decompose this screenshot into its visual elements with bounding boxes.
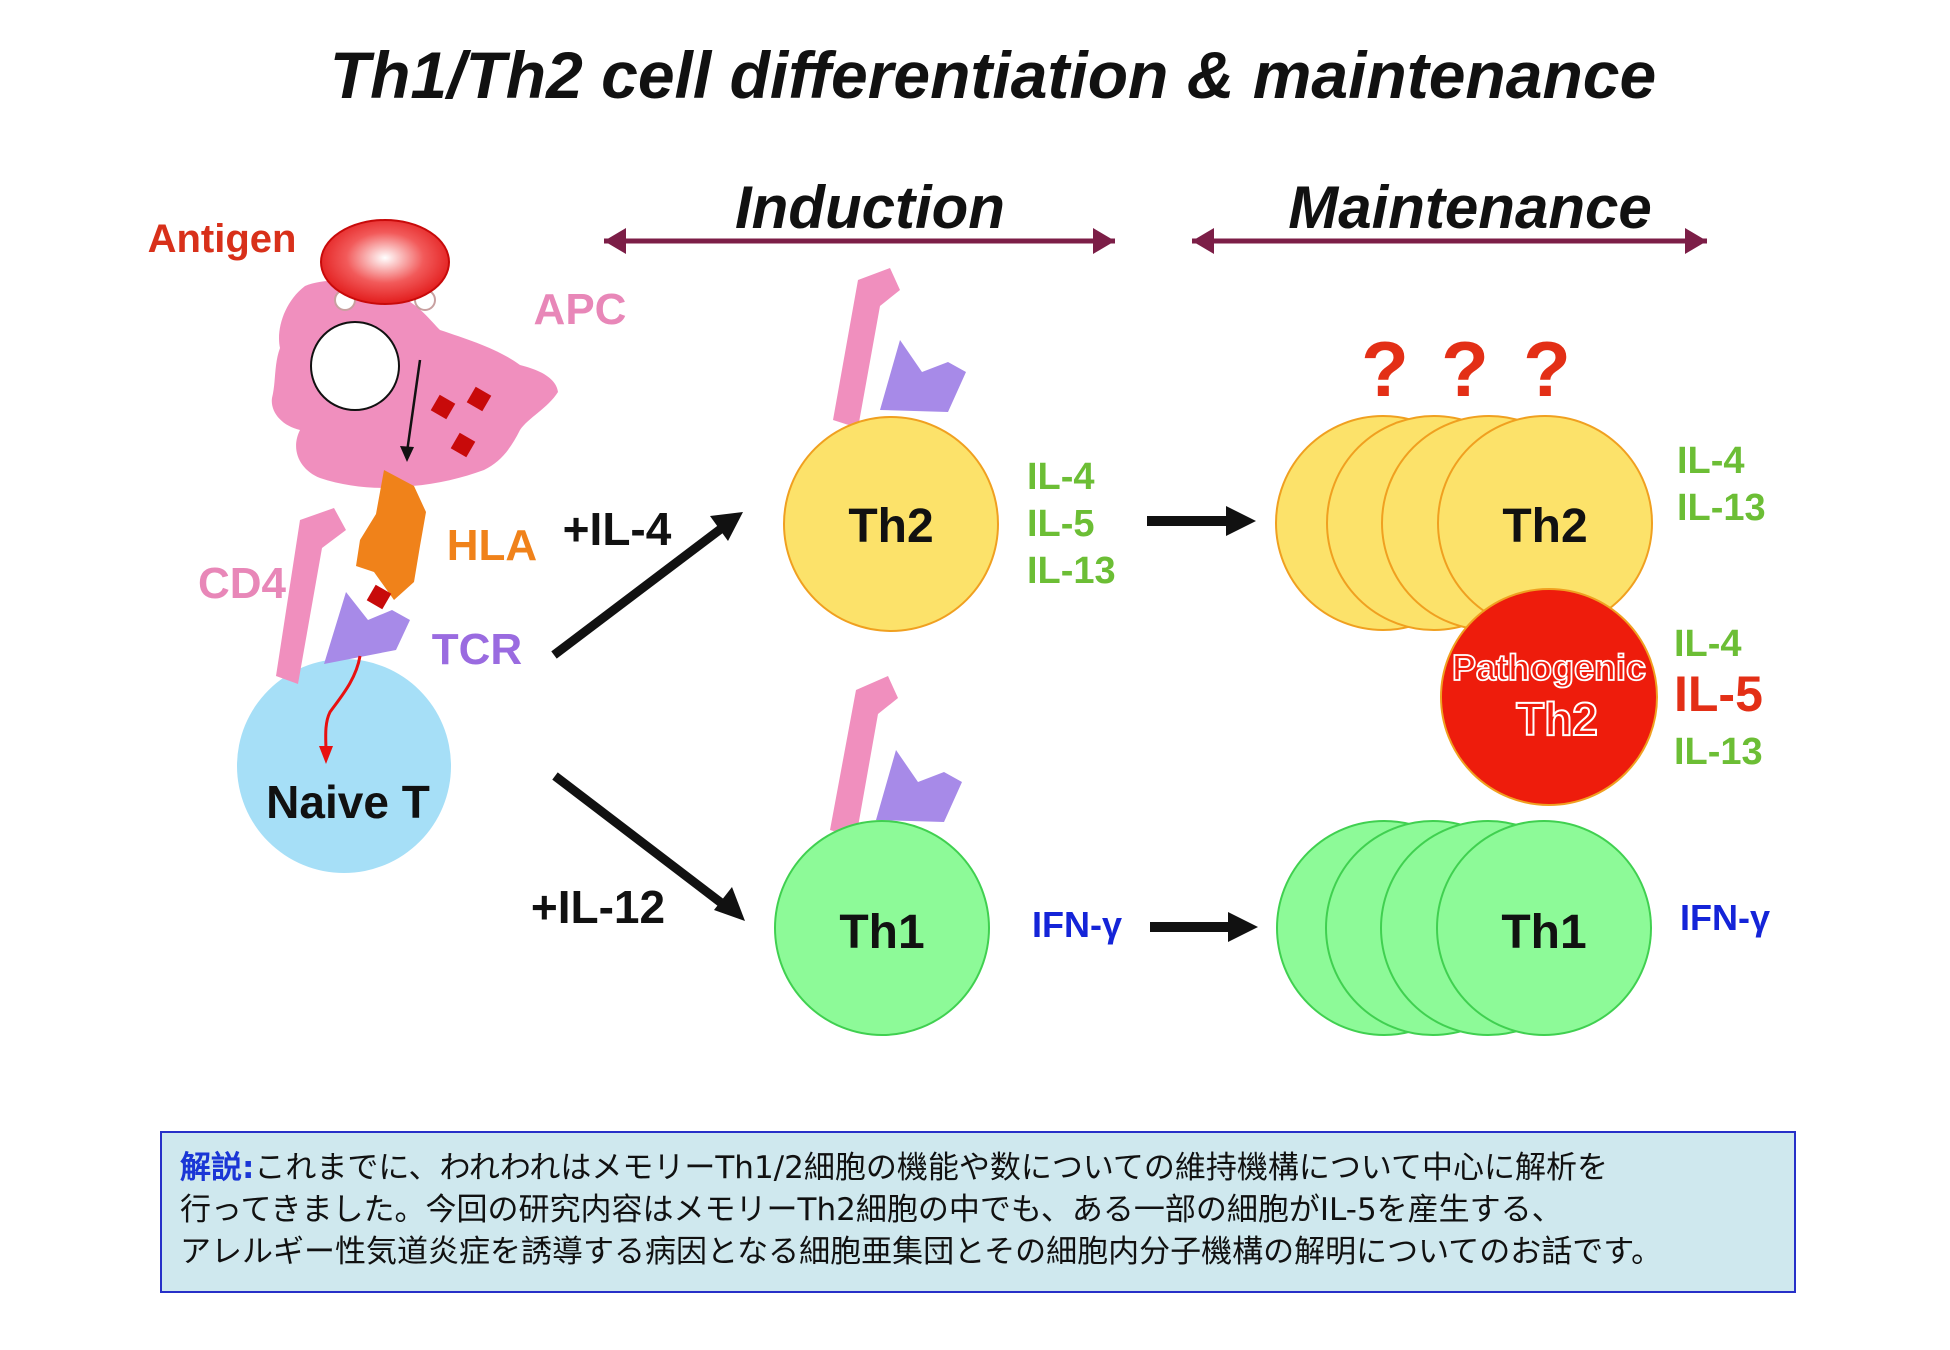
cd4-receptor <box>276 508 346 684</box>
note-line-1: 解説:これまでに、われわれはメモリーTh1/2細胞の機能や数についての維持機構に… <box>180 1147 1776 1189</box>
memory-th1-stack <box>1276 820 1652 1036</box>
note-line-2: 行ってきました。今回の研究内容はメモリーTh2細胞の中でも、ある一部の細胞がIL… <box>180 1189 1776 1231</box>
note-text: アレルギー性気道炎症を誘導する病因となる細胞亜集団とその細胞内分子機構の解明につ… <box>180 1234 1663 1270</box>
pathogenic-th2-label: Th2 <box>1516 693 1598 745</box>
memory-th2-label: Th2 <box>1502 500 1587 553</box>
pathogenic-label: Pathogenic <box>1452 647 1646 688</box>
cd4-label: CD4 <box>198 559 287 608</box>
pathogenic-th2-cytokines: IL-4 IL-5 IL-13 <box>1674 623 1763 773</box>
arrow-th2-to-memory <box>1147 506 1256 536</box>
induction-th1-cell <box>774 820 990 1036</box>
question-marks: ? ? ? <box>1361 325 1571 413</box>
pathogenic-th2-cell <box>1440 588 1658 806</box>
th2-tcr-receptor <box>880 340 966 412</box>
maintenance-span-arrow <box>1192 228 1707 254</box>
cytokine-label: IL-13 <box>1674 731 1763 773</box>
note-line-3: アレルギー性気道炎症を誘導する病因となる細胞亜集団とその細胞内分子機構の解明につ… <box>180 1231 1776 1273</box>
induction-th2-cell <box>783 416 999 632</box>
tcr-label: TCR <box>432 625 522 674</box>
note-text: 行ってきました。今回の研究内容はメモリーTh2細胞の中でも、ある一部の細胞がIL… <box>180 1192 1563 1228</box>
induction-th1-cytokine: IFN-γ <box>1032 904 1122 945</box>
diagram-title: Th1/Th2 cell differentiation & maintenan… <box>330 38 1656 112</box>
induction-th2-cytokines: IL-4 IL-5 IL-13 <box>1027 456 1116 592</box>
apc-label: APC <box>534 285 627 334</box>
arrow-th1-to-memory <box>1150 912 1258 942</box>
tcr-receptor <box>324 592 410 664</box>
question-mark: ? <box>1361 325 1409 413</box>
note-text: これまでに、われわれはメモリーTh1/2細胞の機能や数についての維持機構について… <box>254 1150 1608 1186</box>
induction-th1-label: Th1 <box>839 906 924 959</box>
note-label: 解説: <box>180 1150 255 1186</box>
question-mark: ? <box>1441 325 1489 413</box>
il12-stimulus-label: +IL-12 <box>531 881 665 933</box>
induction-th2-label: Th2 <box>848 500 933 553</box>
cytokine-label-emphasized: IL-5 <box>1674 666 1763 722</box>
apc-cell <box>271 280 558 488</box>
arrow-to-th1 <box>552 772 745 921</box>
antigen-particle <box>320 219 450 311</box>
memory-th1-label: Th1 <box>1501 906 1586 959</box>
th1-tcr-receptor <box>876 750 962 822</box>
antigen-label: Antigen <box>148 217 297 261</box>
cytokine-label: IL-4 <box>1027 456 1095 498</box>
cytokine-label: IL-4 <box>1677 440 1745 482</box>
th1-cd4-receptor <box>830 676 898 838</box>
cytokine-label: IL-13 <box>1677 487 1766 529</box>
memory-th1-cytokine: IFN-γ <box>1680 897 1770 938</box>
apc-nucleus <box>310 321 400 411</box>
explanation-note: 解説:これまでに、われわれはメモリーTh1/2細胞の機能や数についての維持機構に… <box>160 1131 1796 1293</box>
memory-th2-cytokines: IL-4 IL-13 <box>1677 440 1766 529</box>
antigen-fragments <box>430 386 492 458</box>
naive-t-label: Naive T <box>266 776 430 828</box>
naive-t-cell <box>237 659 451 873</box>
hla-label: HLA <box>447 521 537 570</box>
phase-induction-label: Induction <box>735 174 1005 241</box>
induction-span-arrow <box>604 228 1115 254</box>
question-mark: ? <box>1523 325 1571 413</box>
th2-cd4-receptor <box>833 268 900 428</box>
cytokine-label: IL-5 <box>1027 503 1095 545</box>
il4-stimulus-label: +IL-4 <box>563 503 672 555</box>
arrow-to-th2 <box>551 512 743 659</box>
hla-molecule <box>356 470 426 600</box>
memory-th2-stack <box>1275 415 1653 631</box>
presented-antigen <box>366 584 392 610</box>
cytokine-label: IL-4 <box>1674 623 1742 665</box>
cytokine-label: IL-13 <box>1027 550 1116 592</box>
phase-maintenance-label: Maintenance <box>1288 174 1651 241</box>
